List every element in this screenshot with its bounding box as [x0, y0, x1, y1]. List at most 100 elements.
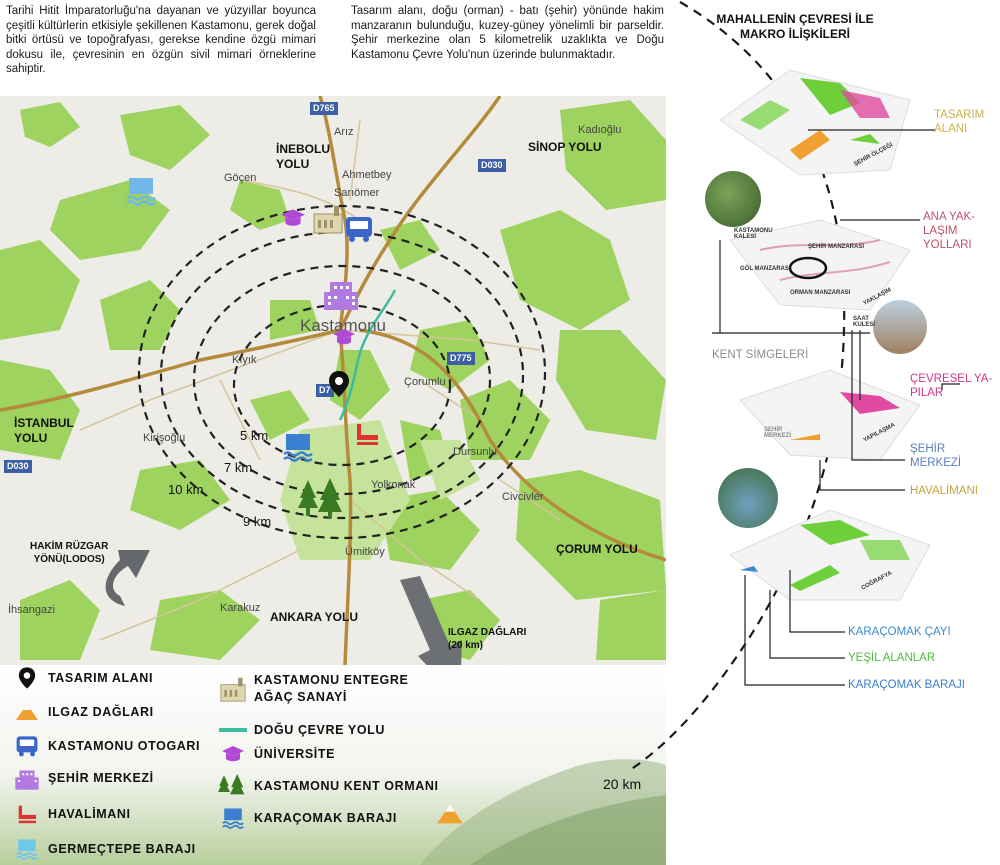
legend-label: ŞEHİR MERKEZİ	[48, 771, 154, 785]
ring-label: 5 km	[240, 428, 269, 443]
twenty-km-label: 20 km	[603, 776, 642, 792]
mountain-icon	[437, 804, 463, 824]
road-label-istanbul: İSTANBUL YOLU	[14, 416, 74, 445]
road-shield: D7	[316, 384, 334, 397]
legend-item: KASTAMONU KENT ORMANI	[218, 774, 439, 798]
road-label-corum: ÇORUM YOLU	[556, 542, 638, 556]
slab-label: ORMAN MANZARASI	[790, 290, 851, 296]
label-karacomak-cayi: KARAÇOMAK ÇAYI	[848, 626, 951, 638]
intro-right-text: Tasarım alanı, doğu (orman) - batı (şehi…	[351, 5, 664, 61]
place-label: Kadıoğlu	[578, 124, 622, 136]
legend-label: GERMEÇTEPE BARAJI	[48, 842, 196, 856]
place-label: Civcivler	[502, 491, 544, 503]
building-icon	[12, 766, 42, 790]
airplane-icon	[357, 424, 378, 445]
mountain-icon	[12, 700, 42, 724]
legend-label: KASTAMONU OTOGARI	[48, 739, 201, 753]
building-icon	[324, 282, 358, 310]
bottom-terrain	[0, 665, 666, 865]
dam-icon	[218, 806, 248, 830]
dam-icon	[126, 178, 156, 206]
slab-yapilasma	[739, 369, 921, 461]
legend-label: KARAÇOMAK BARAJI	[254, 811, 397, 825]
place-label: Yolkonak	[371, 479, 416, 491]
slab-label: KASTAMONU KALESİ	[734, 228, 773, 240]
label-tasarim-alani: TASARIM ALANI	[934, 109, 985, 135]
slab-label: ŞEHİR MANZARASI	[808, 244, 865, 250]
ring-label: 7 km	[224, 460, 253, 475]
place-label: Dursunlu	[453, 446, 498, 458]
wind-direction-label: HAKİM RÜZGAR YÖNÜ(LODOS)	[30, 541, 109, 565]
label-kent-simgeleri: KENT SİMGELERİ	[712, 349, 809, 361]
label-ana-yaklasim: ANA YAK- LAŞIM YOLLARI	[923, 211, 975, 251]
road-label-inebolu: İNEBOLU YOLU	[276, 142, 330, 171]
legend-item: KASTAMONU ENTEGRE AĞAÇ SANAYİ	[218, 672, 408, 706]
ring-road	[338, 289, 397, 421]
map-canvas	[0, 96, 666, 665]
bus-icon	[346, 217, 372, 242]
trees-icon	[298, 478, 342, 518]
place-label: Ahmetbey	[342, 169, 392, 181]
ring-road-icon	[218, 718, 248, 742]
legend-label: KASTAMONU ENTEGRE AĞAÇ SANAYİ	[254, 673, 409, 704]
place-label: Karakuz	[220, 602, 261, 614]
legend-item: HAVALİMANI	[12, 802, 131, 826]
graduation-cap-icon	[281, 209, 305, 226]
label-cevresel-yapilar: ÇEVRESEL YA- PILAR	[910, 373, 993, 399]
ilgaz-direction-arrow	[400, 576, 462, 665]
place-label: Ümitköy	[345, 546, 385, 558]
macro-relations-diagram	[712, 69, 960, 686]
label-karacomak-baraji: KARAÇOMAK BARAJI	[848, 679, 965, 691]
legend-label: DOĞU ÇEVRE YOLU	[254, 723, 386, 737]
legend-label: KASTAMONU KENT ORMANI	[254, 779, 439, 793]
legend-item: ÜNİVERSİTE	[218, 742, 335, 766]
legend-item: GERMEÇTEPE BARAJI	[12, 837, 196, 861]
place-label: Kirişoğlu	[143, 432, 186, 444]
airplane-icon	[12, 802, 42, 826]
label-yesil-alanlar: YEŞİL ALANLAR	[848, 652, 936, 664]
road-shield: D775	[447, 352, 475, 365]
slab-label: SAAT KULESİ	[853, 316, 876, 328]
place-label: Sarıömer	[334, 187, 380, 199]
green-areas	[0, 100, 666, 660]
road-shield: D030	[478, 159, 506, 172]
legend-label: ILGAZ DAĞLARI	[48, 705, 154, 719]
slab-label: ŞEHİR MERKEZİ	[764, 427, 791, 439]
intro-left-text: Tarihi Hitit İmparatorluğu'na dayanan ve…	[6, 5, 316, 76]
place-label: Arız	[334, 126, 354, 138]
legend-label: HAVALİMANI	[48, 807, 131, 821]
location-pin-icon	[329, 371, 349, 397]
place-label: Kıyık	[232, 354, 257, 366]
slab-sehir-olcegi	[719, 69, 911, 176]
factory-icon	[313, 206, 343, 234]
ilgaz-label: ILGAZ DAĞLARI (20 km)	[448, 627, 527, 651]
place-label-kastamonu: Kastamonu	[300, 316, 386, 335]
slab-cografya	[729, 509, 931, 601]
graduation-cap-icon	[218, 742, 248, 766]
castle-photo	[705, 171, 761, 227]
road-shield: D765	[310, 102, 338, 115]
place-label: İhsangazi	[8, 604, 56, 616]
trees-icon	[218, 774, 248, 798]
dam-icon	[283, 434, 313, 462]
graduation-cap-icon	[333, 329, 355, 345]
legend-item: ILGAZ DAĞLARI	[12, 700, 154, 724]
place-label: Çorumlu	[404, 376, 446, 388]
road-label-ankara: ANKARA YOLU	[270, 610, 359, 624]
label-sehir-merkezi: ŞEHİR MERKEZİ	[910, 443, 962, 469]
slab-yaklasim	[729, 219, 911, 311]
right-panel-title: MAHALLENİN ÇEVRESİ İLE MAKRO İLİŞKİLERİ	[716, 12, 874, 41]
legend-label: ÜNİVERSİTE	[254, 747, 336, 761]
legend-item: TASARIM ALANI	[12, 666, 153, 690]
slab-label: GÖL MANZARASI	[740, 266, 791, 272]
dam-icon	[12, 837, 42, 861]
bus-icon	[12, 734, 42, 758]
clock-tower-photo	[873, 300, 927, 354]
location-pin-icon	[12, 666, 42, 690]
place-label: Göçen	[224, 172, 257, 184]
legend-item: KASTAMONU OTOGARI	[12, 734, 200, 758]
distance-rings	[137, 204, 547, 540]
factory-icon	[218, 677, 248, 702]
road-shield: D030	[4, 460, 32, 473]
legend-item: ŞEHİR MERKEZİ	[12, 766, 154, 790]
